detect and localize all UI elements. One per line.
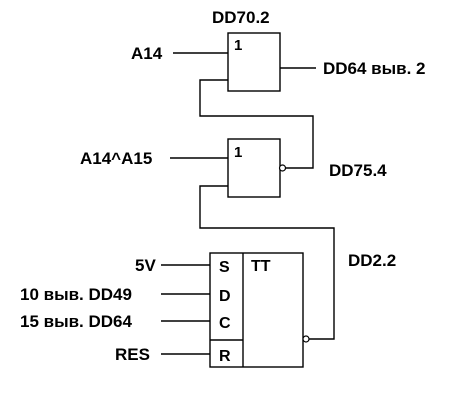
flipflop-dd2-output-bubble [302, 335, 310, 343]
gate-dd75-body [227, 138, 281, 198]
flipflop-pin-d: D [219, 288, 231, 305]
wire-dd75-to-dd2 [199, 185, 335, 340]
gate-dd75-inversion-bubble [278, 164, 287, 172]
gate-dd75-input-label: A14^A15 [80, 149, 152, 168]
flipflop-input-label-d: 10 выв. DD49 [20, 285, 132, 304]
gate-dd70-body [227, 32, 281, 92]
flipflop-input-label-r: RES [115, 345, 150, 364]
flipflop-pin-r: R [219, 348, 231, 365]
flipflop-pin-c: C [219, 315, 231, 332]
flipflop-input-label-c: 15 выв. DD64 [20, 312, 133, 331]
gate-dd70-symbol: 1 [234, 37, 242, 54]
gate-dd70-input-label: A14 [131, 44, 163, 63]
gate-dd75-symbol: 1 [234, 144, 242, 161]
flipflop-dd2-label: DD2.2 [348, 251, 396, 270]
flipflop-pin-s: S [219, 259, 230, 276]
gate-dd70-label: DD70.2 [212, 8, 270, 27]
gate-dd75-label: DD75.4 [329, 161, 387, 180]
gate-dd70-output-label: DD64 выв. 2 [323, 59, 426, 78]
flipflop-input-label-s: 5V [135, 256, 156, 275]
flipflop-dd2-body [209, 252, 304, 368]
wire-dd70-to-dd75 [199, 79, 314, 169]
flipflop-dd2-symbol: TT [251, 258, 271, 275]
